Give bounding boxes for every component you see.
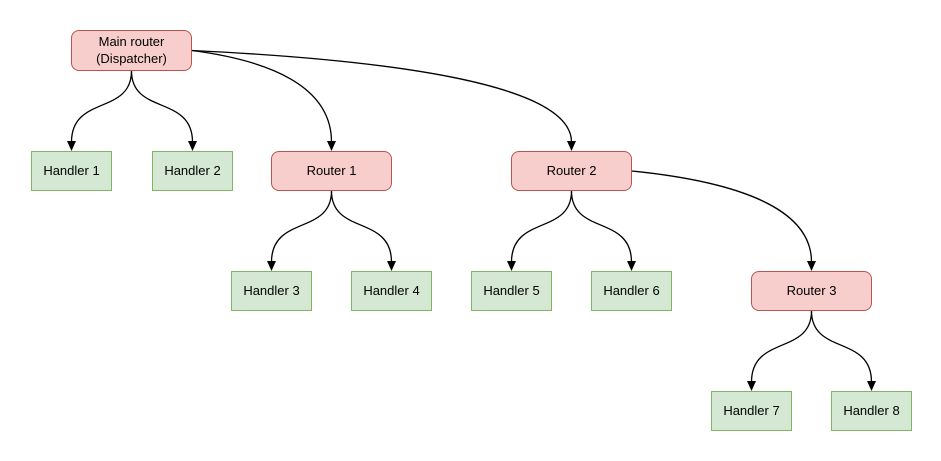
- edge-router-2-to-handler-6: [570, 190, 633, 263]
- edge-router-1-to-handler-3: [270, 190, 333, 263]
- arrowhead-handler-1: [67, 141, 76, 151]
- node-handler-8[interactable]: Handler 8: [831, 391, 912, 431]
- edge-router-2-to-router-3: [631, 170, 813, 263]
- arrowhead-router-1: [327, 141, 336, 151]
- node-label-handler-5: Handler 5: [483, 282, 540, 298]
- node-handler-6[interactable]: Handler 6: [591, 271, 672, 311]
- node-label-router-1: Router 1: [306, 162, 357, 178]
- node-handler-4[interactable]: Handler 4: [351, 271, 432, 311]
- node-handler-1[interactable]: Handler 1: [31, 151, 112, 191]
- edge-router-2-to-handler-5: [510, 190, 573, 263]
- edge-router-1-to-handler-4: [330, 190, 393, 263]
- node-label-handler-4: Handler 4: [363, 282, 420, 298]
- edge-main-router-to-handler-2: [130, 70, 194, 143]
- arrowhead-router-3: [807, 261, 816, 271]
- node-label-handler-7: Handler 7: [723, 402, 780, 418]
- node-router-1[interactable]: Router 1: [271, 151, 392, 191]
- node-label-router-3: Router 3: [786, 282, 837, 298]
- edge-main-router-to-router-1: [191, 49, 333, 143]
- arrowhead-handler-6: [627, 261, 636, 271]
- arrowhead-handler-2: [188, 141, 197, 151]
- node-label-handler-1: Handler 1: [43, 162, 100, 178]
- node-label-main-router: Main router (Dispatcher): [96, 33, 167, 66]
- node-router-3[interactable]: Router 3: [751, 271, 872, 311]
- node-label-handler-6: Handler 6: [603, 282, 660, 298]
- node-router-2[interactable]: Router 2: [511, 151, 632, 191]
- node-handler-3[interactable]: Handler 3: [231, 271, 312, 311]
- node-handler-7[interactable]: Handler 7: [711, 391, 792, 431]
- arrowhead-handler-7: [747, 381, 756, 391]
- edge-main-router-to-router-2: [191, 49, 573, 143]
- arrowhead-router-2: [567, 141, 576, 151]
- edge-router-3-to-handler-7: [750, 310, 813, 383]
- node-label-handler-8: Handler 8: [843, 402, 900, 418]
- node-label-handler-3: Handler 3: [243, 282, 300, 298]
- node-handler-5[interactable]: Handler 5: [471, 271, 552, 311]
- node-handler-2[interactable]: Handler 2: [152, 151, 233, 191]
- arrowhead-handler-5: [507, 261, 516, 271]
- edge-router-3-to-handler-8: [810, 310, 873, 383]
- node-label-handler-2: Handler 2: [164, 162, 221, 178]
- node-main-router[interactable]: Main router (Dispatcher): [71, 30, 192, 71]
- edge-main-router-to-handler-1: [70, 70, 133, 143]
- arrowhead-handler-8: [867, 381, 876, 391]
- arrowhead-handler-3: [267, 261, 276, 271]
- node-label-router-2: Router 2: [546, 162, 597, 178]
- arrowhead-handler-4: [387, 261, 396, 271]
